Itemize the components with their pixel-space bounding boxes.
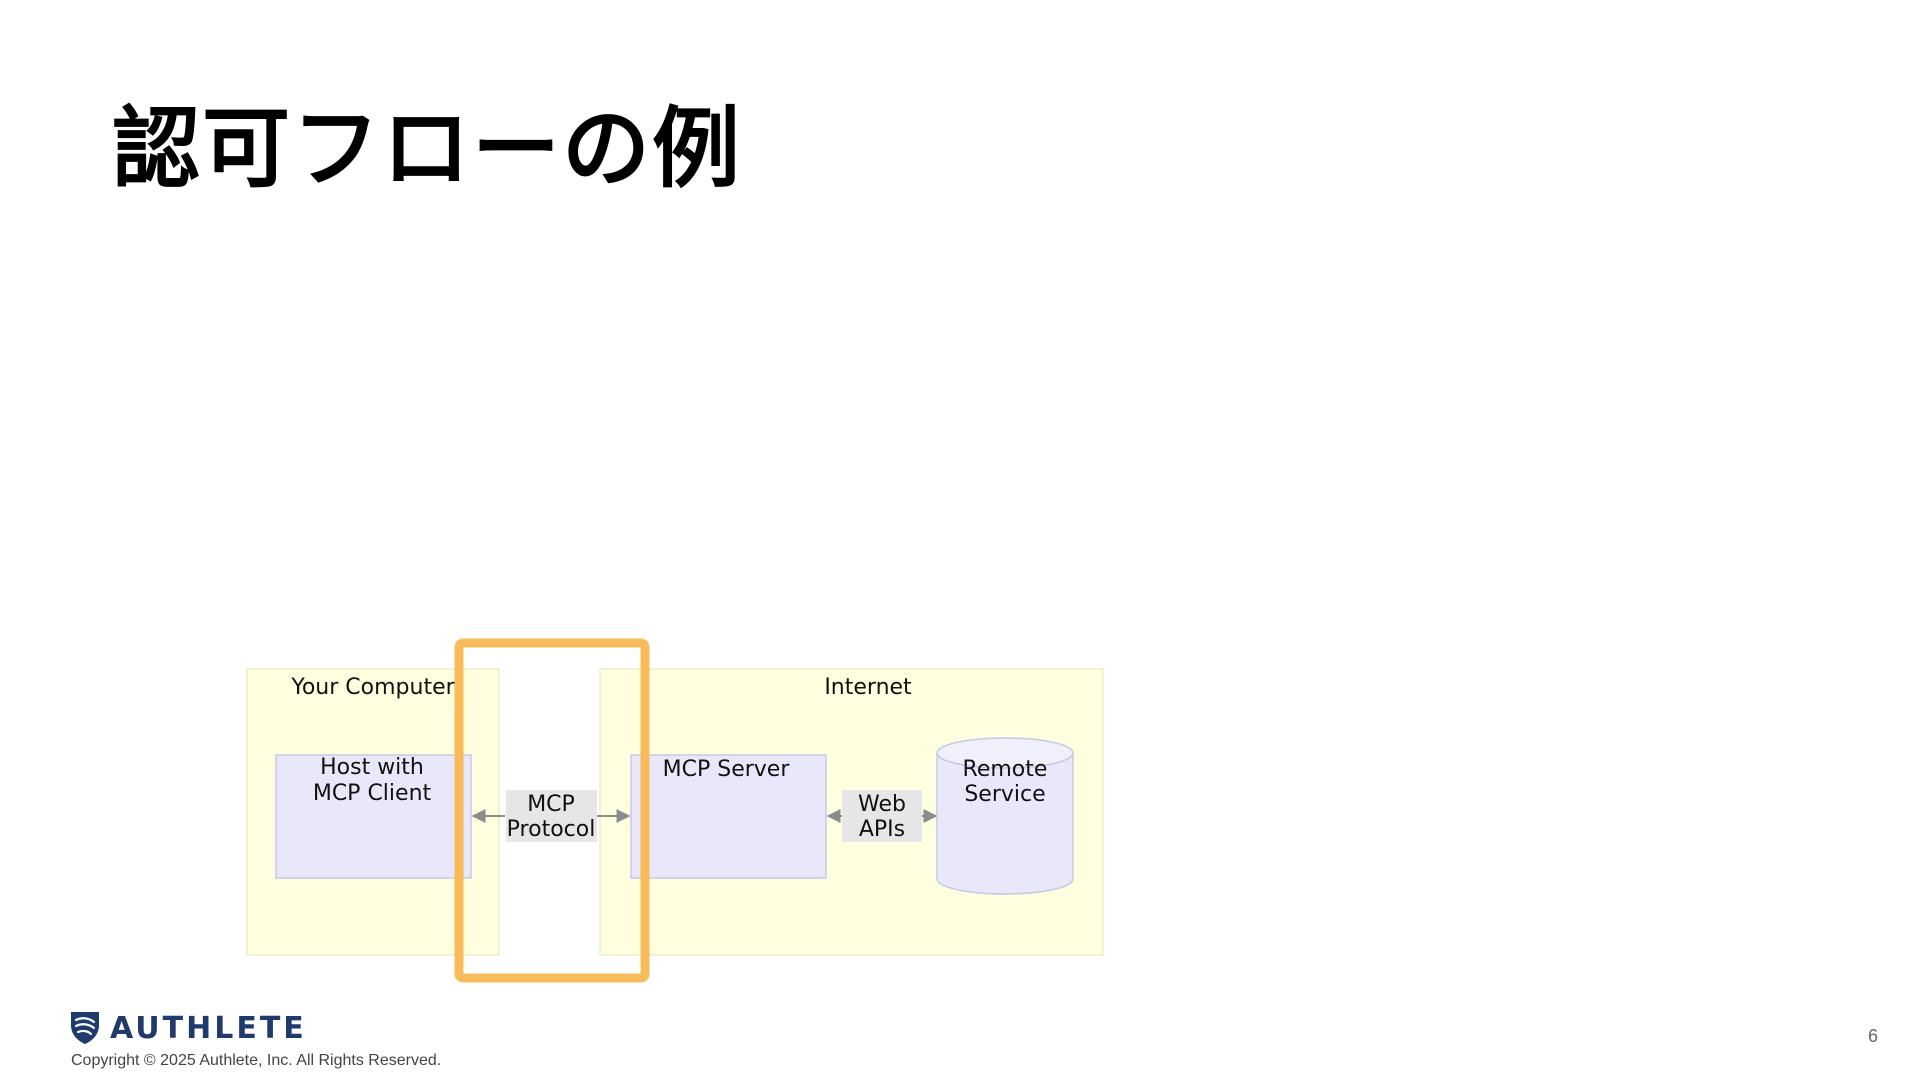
mcp-server-label: MCP Server xyxy=(663,757,791,782)
page-number: 6 xyxy=(1867,1026,1878,1046)
remote-service-line2: Service xyxy=(964,782,1045,807)
your-computer-label: Your Computer xyxy=(290,675,455,700)
mcp-protocol-highlight-frame xyxy=(454,638,650,983)
logo-text: AUTHLETE xyxy=(110,1010,307,1046)
host-label-line1: Host with xyxy=(320,755,424,780)
slide-title: 認可フローの例 xyxy=(112,97,743,200)
web-apis-label-bg xyxy=(842,790,922,842)
authlete-logo: AUTHLETE xyxy=(68,1010,307,1046)
copyright-notice: Copyright © 2025 Authlete, Inc. All Righ… xyxy=(71,1052,442,1069)
internet-label: Internet xyxy=(824,675,912,700)
web-apis-line1: Web xyxy=(858,792,906,817)
host-mcp-client-box xyxy=(275,754,472,879)
remote-service-line1: Remote xyxy=(963,757,1048,782)
mcp-protocol-line1: MCP xyxy=(527,792,575,817)
remote-service-cylinder xyxy=(936,737,1074,895)
mcp-server-box xyxy=(630,754,827,879)
mcp-protocol-label-bg xyxy=(506,790,597,842)
web-apis-line2: APIs xyxy=(859,817,905,842)
shield-logo-icon xyxy=(71,1012,99,1044)
mcp-protocol-line2: Protocol xyxy=(507,817,596,842)
host-label-line2: MCP Client xyxy=(313,781,432,806)
